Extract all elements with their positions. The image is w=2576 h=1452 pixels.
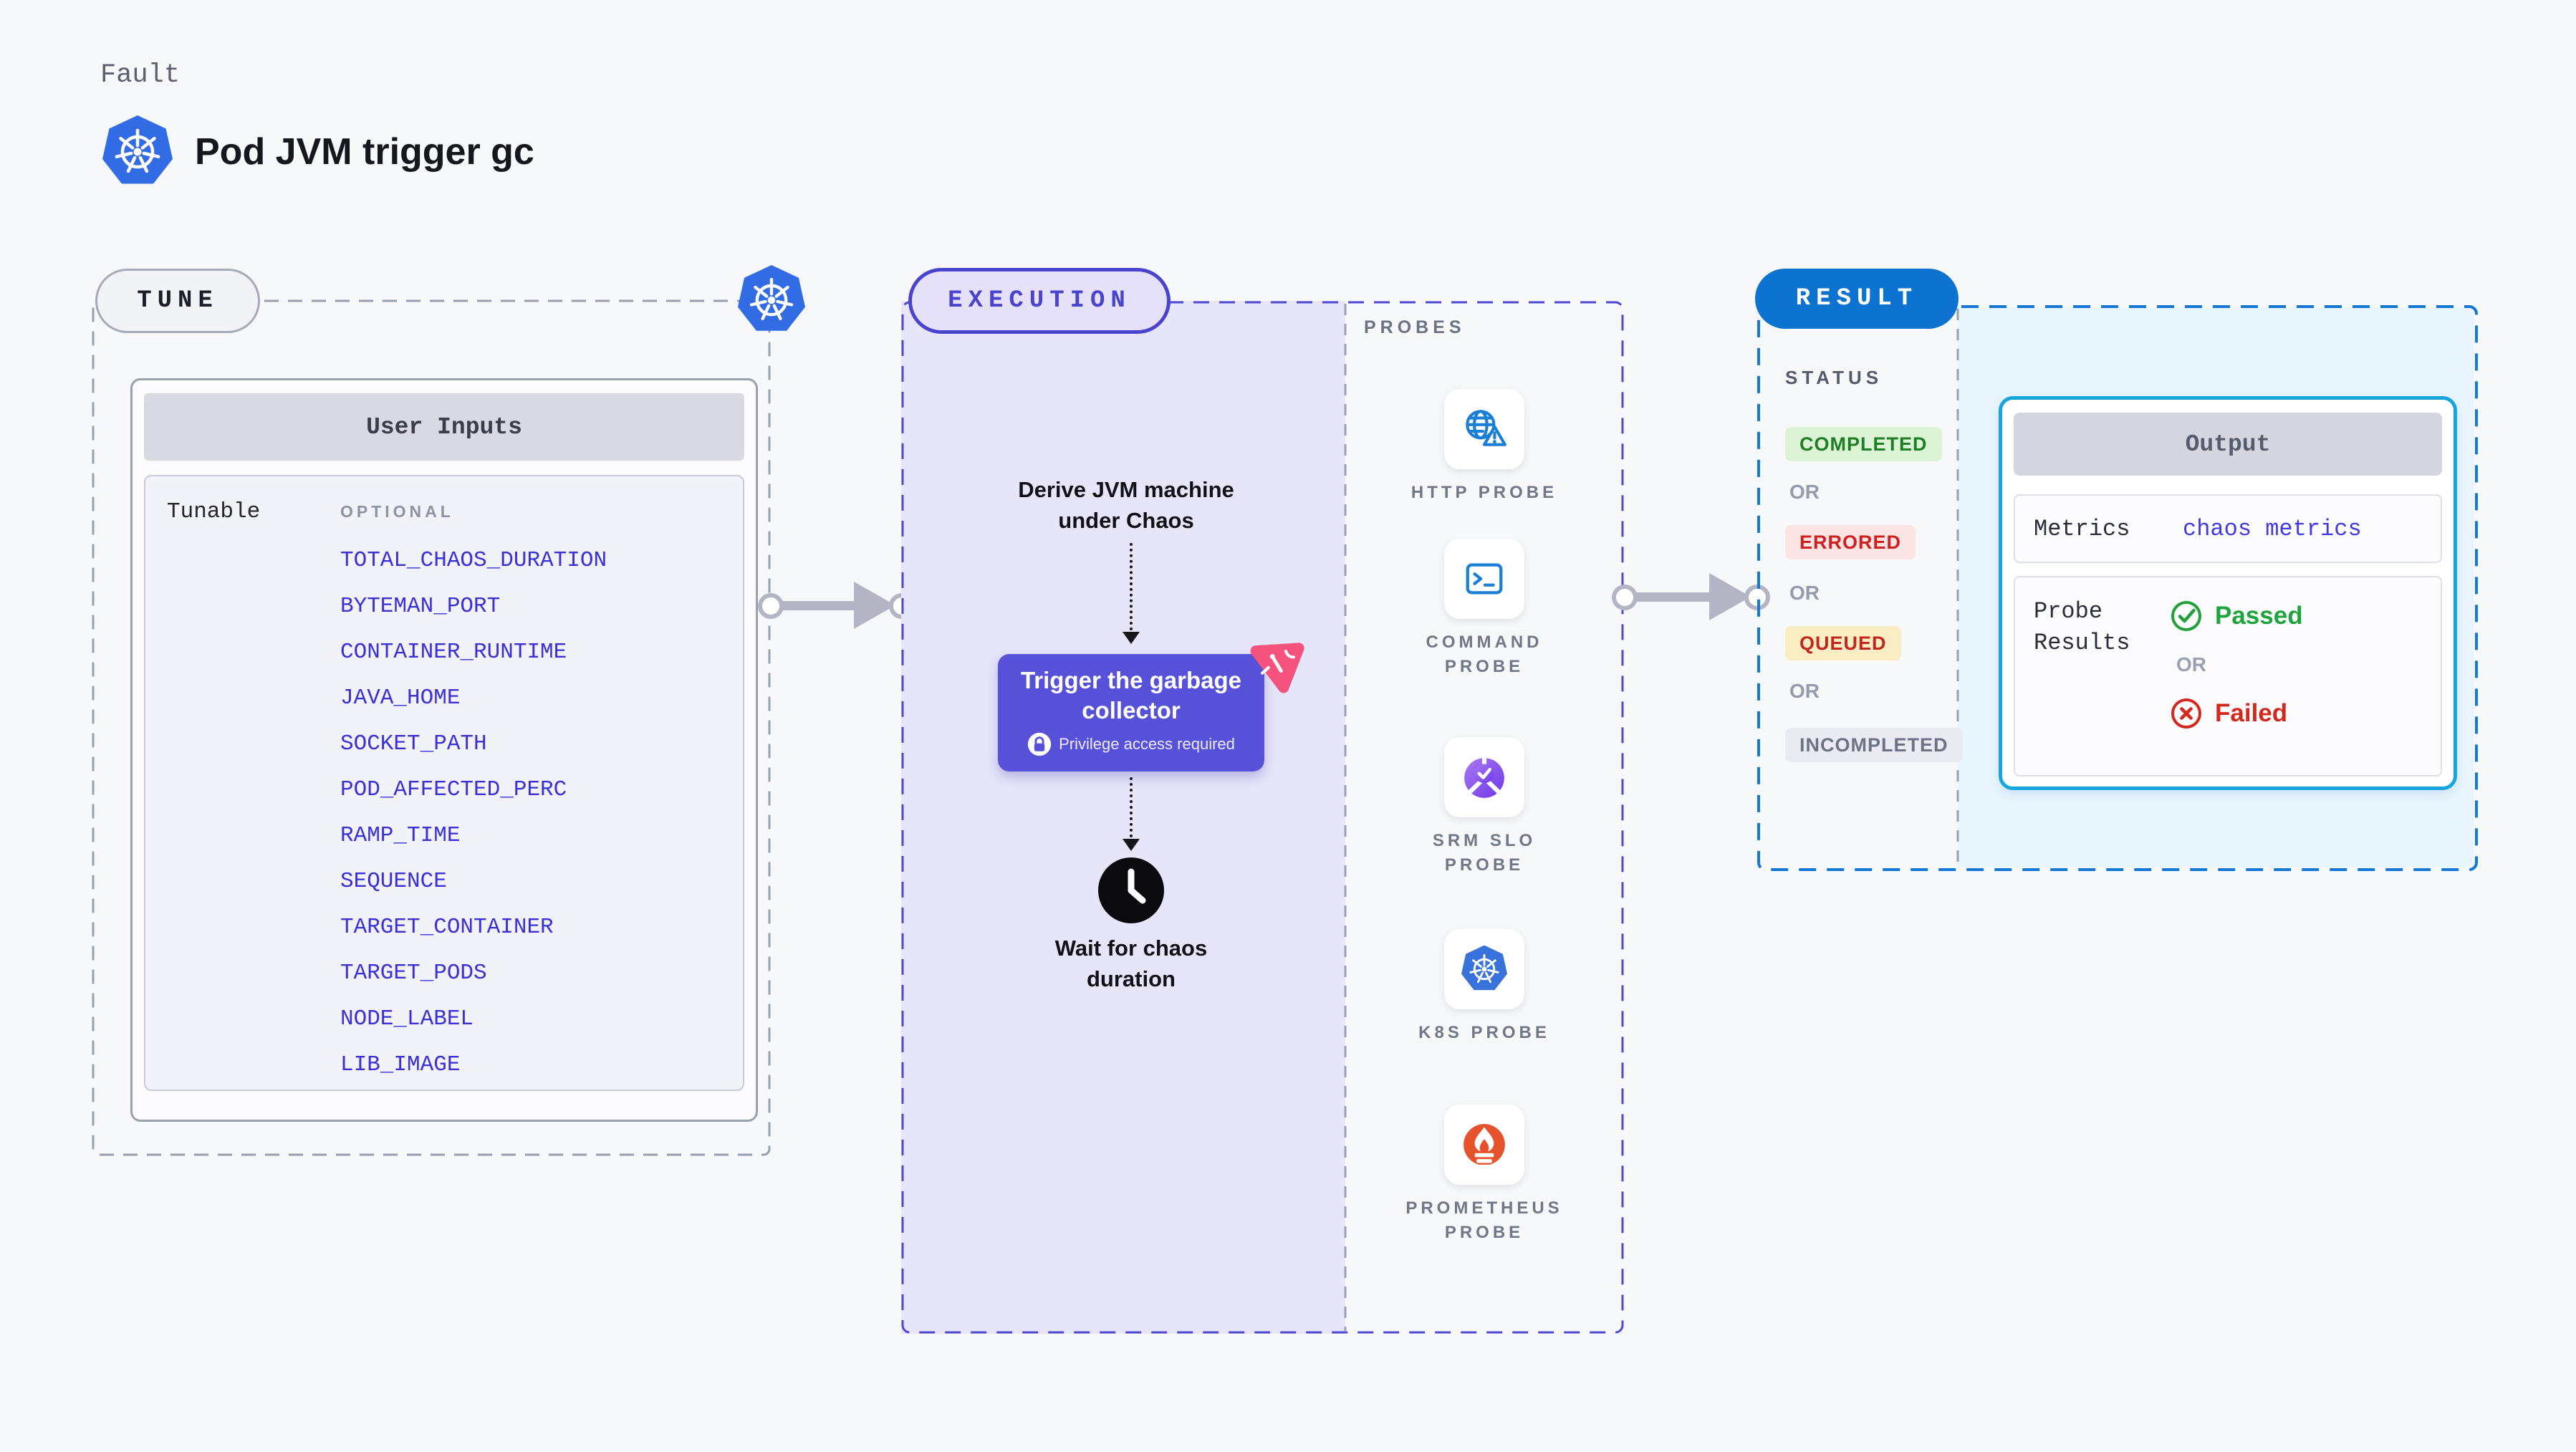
input-item[interactable]: TOTAL_CHAOS_DURATION — [340, 548, 607, 573]
status-badge-queued: QUEUED — [1785, 626, 1901, 660]
probe-label: HTTP PROBE — [1410, 483, 1558, 502]
page-title: Pod JVM trigger gc — [195, 131, 534, 173]
execution-to-result-arrow — [1636, 592, 1711, 602]
output-header: Output — [2014, 413, 2442, 476]
x-circle-icon — [2169, 696, 2203, 731]
derive-step-text: Derive JVM machine under Chaos — [1018, 477, 1234, 533]
probe-label: COMMAND PROBE — [1426, 633, 1543, 676]
input-item[interactable]: TARGET_CONTAINER — [340, 915, 554, 940]
execution-flow-area — [901, 301, 1345, 1334]
k8s-probe-icon — [1444, 929, 1524, 1009]
failed-label: Failed — [2215, 699, 2288, 727]
kubernetes-icon — [102, 115, 173, 189]
probe-item-command[interactable]: COMMAND PROBE — [1391, 539, 1577, 679]
flow-arrowhead — [1123, 839, 1140, 851]
execution-dashed-box — [901, 301, 1624, 1334]
status-badge-incompleted: INCOMPLETED — [1785, 728, 1963, 762]
check-circle-icon — [2169, 599, 2203, 633]
passed-label: Passed — [2215, 602, 2303, 630]
trigger-gc-action-button[interactable]: Trigger the garbage collector Privilege … — [998, 654, 1264, 771]
probe-item-srm-slo[interactable]: SRM SLO PROBE — [1391, 737, 1577, 878]
tunable-input-list: TOTAL_CHAOS_DURATION BYTEMAN_PORT CONTAI… — [340, 538, 607, 1088]
action-title: Trigger the garbage collector — [1020, 667, 1242, 723]
privilege-note: Privilege access required — [1059, 735, 1235, 753]
probe-label: PROMETHEUS PROBE — [1405, 1198, 1563, 1242]
clock-icon — [1097, 857, 1165, 924]
probe-item-prometheus[interactable]: PROMETHEUS PROBE — [1391, 1105, 1577, 1245]
user-inputs-panel: Tunable OPTIONAL TOTAL_CHAOS_DURATION BY… — [144, 475, 744, 1091]
or-separator: OR — [1789, 680, 1820, 702]
srm-slo-probe-icon — [1444, 737, 1524, 817]
or-separator: OR — [1789, 481, 1820, 503]
metrics-value[interactable]: chaos metrics — [2183, 515, 2362, 542]
execution-to-result-arrowhead — [1709, 573, 1751, 620]
or-separator: OR — [1789, 582, 1820, 604]
flow-arrowhead — [1123, 632, 1140, 644]
flow-dotted-connector — [1130, 543, 1133, 630]
passed-result: Passed — [2169, 599, 2427, 633]
prometheus-probe-icon — [1444, 1105, 1524, 1185]
probe-results-row: Probe Results Passed OR — [2014, 576, 2442, 777]
tune-to-execution-arrow — [782, 601, 857, 610]
probe-label: K8S PROBE — [1418, 1023, 1550, 1042]
tune-to-execution-arrowhead — [854, 582, 895, 629]
optional-category-label: OPTIONAL — [340, 502, 454, 521]
probe-label: SRM SLO PROBE — [1432, 831, 1537, 875]
result-dashed-box — [1757, 305, 2478, 871]
flow-dotted-connector — [1130, 777, 1133, 837]
fault-eyebrow: Fault — [100, 60, 181, 90]
or-separator: OR — [2176, 653, 2206, 675]
connector-dot — [1612, 585, 1638, 610]
input-item[interactable]: LIB_IMAGE — [340, 1052, 461, 1077]
input-item[interactable]: BYTEMAN_PORT — [340, 594, 501, 619]
result-pill-label: RESULT — [1795, 285, 1918, 312]
lock-icon — [1027, 732, 1052, 756]
input-item[interactable]: RAMP_TIME — [340, 823, 461, 848]
input-item[interactable]: POD_AFFECTED_PERC — [340, 777, 567, 802]
tune-kubernetes-icon — [737, 264, 806, 336]
tune-dashed-box — [92, 299, 771, 1156]
input-item[interactable]: SOCKET_PATH — [340, 731, 487, 756]
connector-dot — [758, 593, 784, 619]
execution-pill-label: EXECUTION — [948, 287, 1131, 314]
input-item[interactable]: JAVA_HOME — [340, 686, 461, 711]
input-item[interactable]: SEQUENCE — [340, 869, 447, 894]
status-badge-completed: COMPLETED — [1785, 427, 1942, 461]
status-column-label: STATUS — [1785, 367, 1883, 388]
wait-step-text: Wait for chaos duration — [1054, 936, 1208, 991]
failed-result: Failed — [2169, 696, 2427, 731]
http-probe-icon — [1444, 389, 1524, 469]
user-inputs-card: User Inputs Tunable OPTIONAL TOTAL_CHAOS… — [130, 378, 758, 1122]
output-card: Output Metrics chaos metrics Probe Resul… — [1999, 396, 2457, 790]
probe-item-k8s[interactable]: K8S PROBE — [1391, 929, 1577, 1045]
command-probe-icon — [1444, 539, 1524, 619]
input-item[interactable]: CONTAINER_RUNTIME — [340, 640, 567, 665]
tune-section-pill[interactable]: TUNE — [95, 269, 260, 333]
input-item[interactable]: NODE_LABEL — [340, 1006, 474, 1032]
status-badge-errored: ERRORED — [1785, 525, 1916, 559]
result-section-pill[interactable]: RESULT — [1755, 269, 1959, 329]
metrics-label: Metrics — [2034, 515, 2130, 542]
execution-section-pill[interactable]: EXECUTION — [908, 268, 1171, 334]
metrics-row: Metrics chaos metrics — [2014, 494, 2442, 563]
input-item[interactable]: TARGET_PODS — [340, 961, 487, 986]
probe-item-http[interactable]: HTTP PROBE — [1391, 389, 1577, 505]
probes-column-label: PROBES — [1364, 317, 1466, 337]
user-inputs-header: User Inputs — [144, 393, 744, 461]
probe-results-label: Probe Results — [2034, 598, 2130, 656]
tune-pill-label: TUNE — [137, 287, 218, 314]
tunable-group-label: Tunable — [167, 499, 261, 524]
experiment-badge-icon — [1244, 638, 1306, 700]
